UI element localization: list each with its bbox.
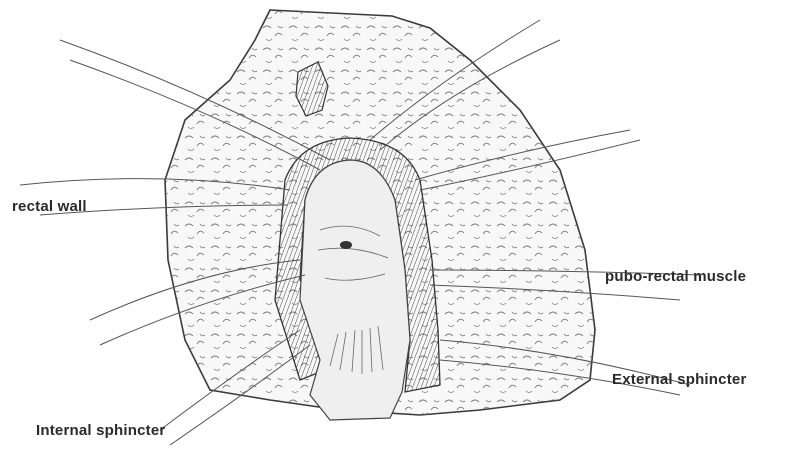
label-rectal-wall: rectal wall [12, 198, 87, 215]
label-pubo-rectal-muscle: pubo-rectal muscle [605, 268, 746, 285]
label-internal-sphincter: Internal sphincter [36, 422, 165, 439]
rectal-lumen [300, 160, 410, 420]
anal-opening [340, 241, 352, 249]
label-external-sphincter: External sphincter [612, 371, 746, 388]
